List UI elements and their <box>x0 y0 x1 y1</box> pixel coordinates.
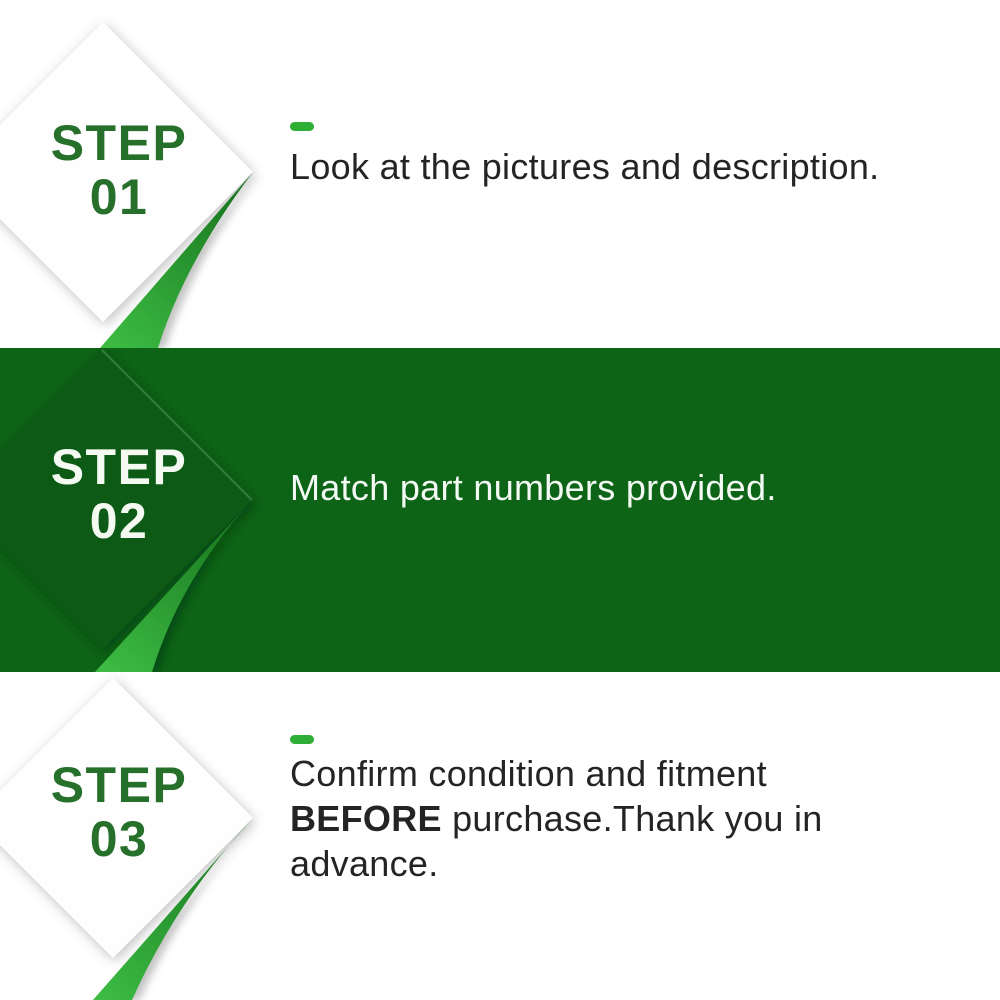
step-1-chevron-graphic <box>0 22 253 348</box>
chevron-diamond-icon <box>0 678 253 958</box>
step-1-text-pre: Look at the pictures and description. <box>290 146 880 187</box>
step-2-text-pre: Match part numbers provided. <box>290 467 777 508</box>
step-1-text: Look at the pictures and description. <box>290 144 970 189</box>
accent-dash-icon <box>290 735 314 744</box>
step-3-text: Confirm condition and fitment BEFORE pur… <box>290 751 862 886</box>
swoosh-accent-icon <box>93 818 253 1000</box>
accent-dash-icon <box>290 122 314 131</box>
step-1-content: Look at the pictures and description. <box>290 122 970 189</box>
step-3-section: STEP 03 Confirm condition and fitment BE… <box>0 672 1000 1000</box>
step-2-text: Match part numbers provided. <box>290 465 970 510</box>
step-3-content: Confirm condition and fitment BEFORE pur… <box>290 735 862 886</box>
step-2-word: STEP <box>50 439 188 495</box>
step-3-word: STEP <box>50 757 188 813</box>
step-2-number: 02 <box>89 493 149 549</box>
step-1-number: 01 <box>89 169 149 225</box>
step-3-label: STEP 03 <box>0 758 238 866</box>
chevron-diamond-icon <box>0 22 253 322</box>
step-3-number: 03 <box>89 811 149 867</box>
step-3-text-pre: Confirm condition and fitment <box>290 753 767 794</box>
step-2-section: STEP 02 Match part numbers provided. <box>0 348 1000 672</box>
chevron-highlight-edge <box>101 349 253 501</box>
chevron-diamond-icon <box>0 350 252 650</box>
step-1-section: STEP 01 Look at the pictures and descrip… <box>0 0 1000 348</box>
step-2-chevron-graphic <box>0 349 253 672</box>
swoosh-accent-icon <box>95 500 252 672</box>
step-3-text-bold: BEFORE <box>290 798 442 839</box>
step-1-label: STEP 01 <box>0 116 238 224</box>
step-2-content: Match part numbers provided. <box>290 465 970 510</box>
step-1-word: STEP <box>50 115 188 171</box>
swoosh-accent-icon <box>100 172 253 348</box>
step-2-label: STEP 02 <box>0 440 238 548</box>
step-3-text-post: purchase.Thank you in advance. <box>290 798 823 884</box>
step-3-chevron-graphic <box>0 678 253 1000</box>
